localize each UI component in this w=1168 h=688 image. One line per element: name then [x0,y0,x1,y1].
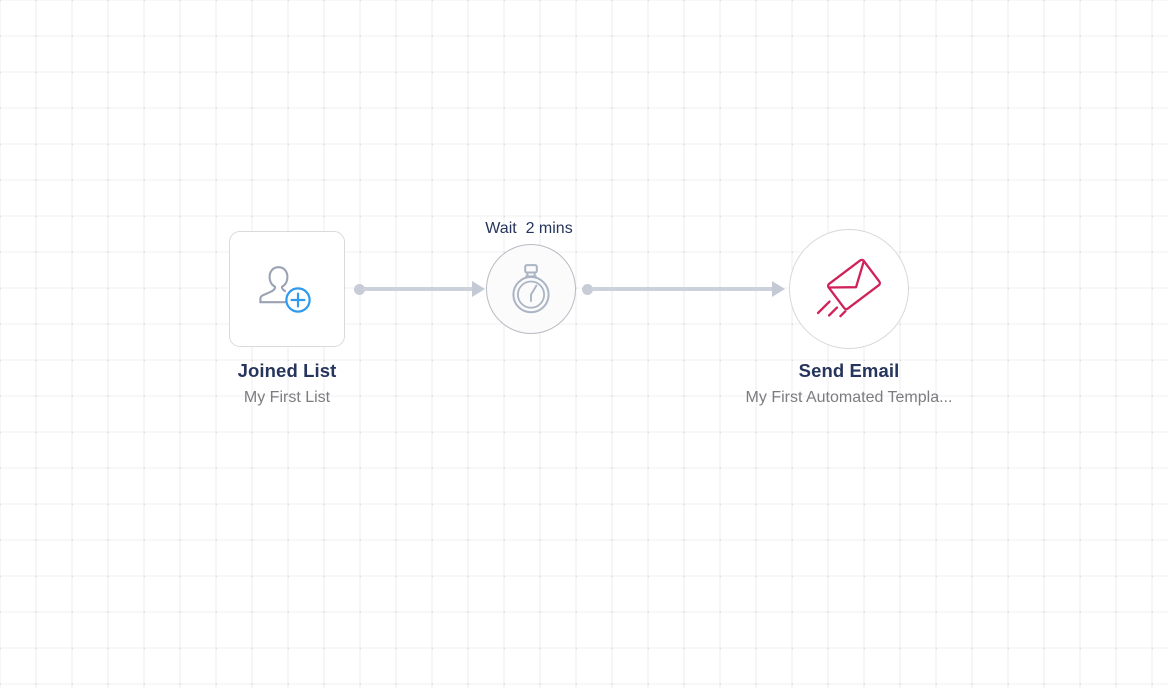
node-joined-list-labels: Joined List My First List [147,359,427,410]
connector-start-dot [582,283,593,295]
connector-arrowhead-icon [472,281,485,297]
node-send-email-subtitle: My First Automated Templa... [745,389,953,406]
node-wait-caption: Wait 2 mins [485,220,573,237]
connector-line [591,287,776,291]
envelope-send-icon [812,256,886,322]
connector-line [363,287,476,291]
connector-arrowhead-icon [772,281,785,297]
stopwatch-icon [508,263,554,315]
node-joined-list-title: Joined List [237,360,337,381]
connector-start-dot [354,283,365,295]
node-send-email-title: Send Email [798,360,900,381]
node-send-email-shape[interactable] [789,229,909,349]
node-send-email-labels: Send Email My First Automated Templa... [689,359,1009,410]
node-joined-list-subtitle: My First List [243,389,331,406]
node-wait-shape[interactable] [486,244,576,334]
node-joined-list-shape[interactable] [229,231,345,347]
person-add-icon [259,263,315,315]
